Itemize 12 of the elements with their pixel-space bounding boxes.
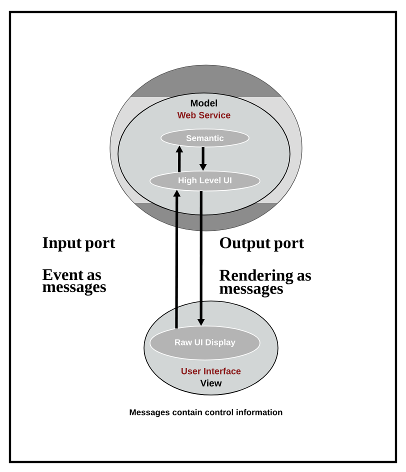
node-label: Model xyxy=(190,100,218,106)
node-label: High Level UI xyxy=(178,177,232,185)
port-label: Event as messages xyxy=(42,269,106,296)
port-label: Rendering as messages xyxy=(219,269,312,298)
node-label: Web Service xyxy=(177,112,230,118)
port-label: Input port xyxy=(42,237,116,252)
node-label: View xyxy=(200,380,222,386)
port-label: Output port xyxy=(220,237,304,252)
caption: Messages contain control information xyxy=(130,409,282,417)
node-label: Semantic xyxy=(186,134,224,142)
node-label: Raw UI Display xyxy=(175,339,236,347)
node-label: User Interface xyxy=(182,368,241,374)
